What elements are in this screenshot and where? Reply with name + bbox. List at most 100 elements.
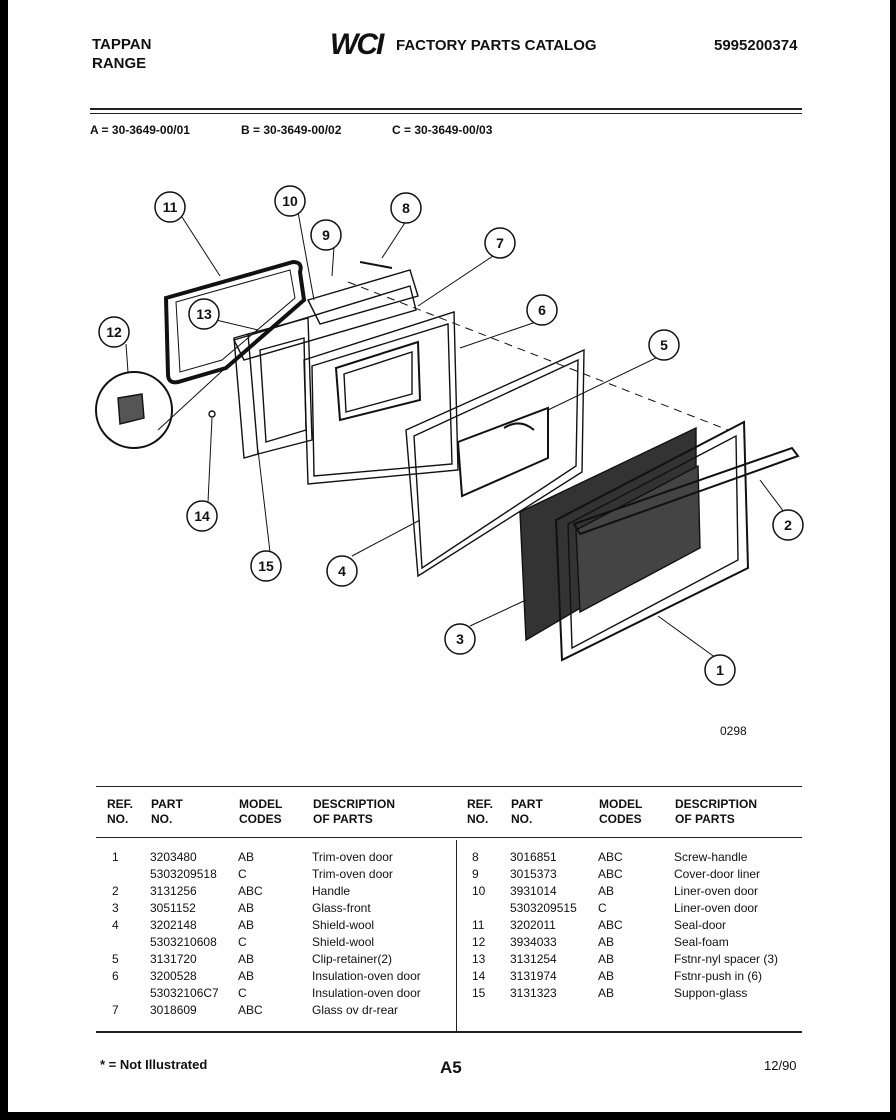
description-cell: Clip-retainer(2) bbox=[312, 952, 393, 966]
description-cell: Fstnr-nyl spacer (3) bbox=[674, 952, 779, 966]
page-number: A5 bbox=[440, 1058, 462, 1077]
description-cell: Trim-oven door bbox=[312, 850, 393, 864]
table-row: 5 3131720 AB Clip-retainer(2) bbox=[106, 951, 452, 968]
ref-cell: 8 bbox=[472, 850, 479, 864]
header-rule-top bbox=[90, 108, 802, 110]
callout-12: 12 bbox=[106, 324, 122, 340]
description-cell: Insulation-oven door bbox=[312, 969, 421, 983]
door-seal-shape bbox=[163, 259, 307, 385]
model-codes-cell: C bbox=[598, 901, 607, 915]
part-number-cell: 3131720 bbox=[150, 952, 197, 966]
ref-cell: 5 bbox=[112, 952, 119, 966]
model-c: C = 30-3649-00/03 bbox=[392, 123, 493, 137]
description-cell: Screw-handle bbox=[674, 850, 748, 864]
model-codes-cell: ABC bbox=[598, 867, 623, 881]
description-cell: Insulation-oven door bbox=[312, 986, 421, 1000]
ref-cell: 4 bbox=[112, 918, 119, 932]
revision-date: 12/90 bbox=[764, 1058, 797, 1073]
part-number-cell: 3934033 bbox=[510, 935, 557, 949]
model-a: A = 30-3649-00/01 bbox=[90, 123, 190, 137]
ref-cell: 3 bbox=[112, 901, 119, 915]
callout-15: 15 bbox=[258, 558, 274, 574]
ref-cell: 2 bbox=[112, 884, 119, 898]
part-number-cell: 3202011 bbox=[510, 918, 556, 932]
model-codes-cell: AB bbox=[598, 935, 615, 949]
catalog-page: TAPPAN RANGE WCI FACTORY PARTS CATALOG 5… bbox=[8, 0, 890, 1112]
description-cell: Glass ov dr-rear bbox=[312, 1003, 399, 1017]
ref-cell: 9 bbox=[472, 867, 479, 881]
ref-cell: 14 bbox=[472, 969, 486, 983]
ref-cell bbox=[106, 866, 150, 883]
callout-7: 7 bbox=[496, 235, 504, 251]
callout-4: 4 bbox=[338, 563, 346, 579]
model-codes-cell: ABC bbox=[598, 918, 623, 932]
part-number-cell: 3131323 bbox=[510, 986, 557, 1000]
callout-1: 1 bbox=[716, 662, 724, 678]
ref-cell: 13 bbox=[472, 952, 486, 966]
ref-cell bbox=[466, 900, 510, 917]
model-codes-cell: AB bbox=[238, 952, 255, 966]
table-row: 9 3015373 ABC Cover-door liner bbox=[466, 866, 814, 883]
header-rule-bottom bbox=[90, 113, 802, 114]
part-number-cell: 3931014 bbox=[510, 884, 557, 898]
model-codes-cell: ABC bbox=[238, 884, 263, 898]
model-codes-cell: AB bbox=[598, 969, 615, 983]
model-codes-cell: C bbox=[238, 935, 247, 949]
product-label: RANGE bbox=[92, 55, 147, 72]
brand-label: TAPPAN bbox=[92, 36, 152, 53]
ref-cell: 15 bbox=[472, 986, 486, 1000]
part-number-cell: 3051152 bbox=[150, 901, 196, 915]
table-rule-bottom bbox=[96, 1031, 802, 1033]
table-rule-header bbox=[96, 837, 802, 838]
description-cell: Liner-oven door bbox=[674, 884, 759, 898]
part-number-cell: 3200528 bbox=[150, 969, 197, 983]
table-divider bbox=[456, 840, 457, 1032]
part-number-cell: 5303209518 bbox=[150, 867, 217, 881]
callout-10: 10 bbox=[282, 193, 298, 209]
not-illustrated-note: * = Not Illustrated bbox=[100, 1057, 208, 1072]
callout-11: 11 bbox=[163, 199, 178, 215]
callout-14: 14 bbox=[194, 508, 210, 524]
model-b: B = 30-3649-00/02 bbox=[241, 123, 342, 137]
ref-cell: 11 bbox=[472, 918, 485, 932]
ref-cell bbox=[106, 934, 150, 951]
description-cell: Shield-wool bbox=[312, 918, 375, 932]
exploded-door-diagram: 1 2 3 4 5 6 7 8 9 10 11 12 13 14 15 bbox=[95, 185, 804, 686]
table-row: 53032106C7 C Insulation-oven door bbox=[106, 985, 452, 1002]
part-number-cell: 3016851 bbox=[510, 850, 557, 864]
ref-cell: 12 bbox=[472, 935, 486, 949]
ref-cell: 6 bbox=[112, 969, 119, 983]
callout-2: 2 bbox=[784, 517, 792, 533]
part-number-cell: 5303210608 bbox=[150, 935, 217, 949]
description-cell: Shield-wool bbox=[312, 935, 375, 949]
model-codes-cell: AB bbox=[238, 850, 255, 864]
part-number-cell: 3131256 bbox=[150, 884, 197, 898]
description-cell: Fstnr-push in (6) bbox=[674, 969, 763, 983]
figure-number: 0298 bbox=[720, 724, 747, 738]
callout-3: 3 bbox=[456, 631, 464, 647]
part-number-cell: 53032106C7 bbox=[150, 986, 219, 1000]
ref-cell: 7 bbox=[112, 1003, 119, 1017]
callout-13: 13 bbox=[196, 306, 212, 322]
model-codes-cell: C bbox=[238, 986, 247, 1000]
description-cell: Cover-door liner bbox=[674, 867, 761, 881]
model-codes-cell: C bbox=[238, 867, 247, 881]
part-number-cell: 3015373 bbox=[510, 867, 557, 881]
seal-foam-detail-circle bbox=[95, 371, 173, 449]
catalog-title: FACTORY PARTS CATALOG bbox=[396, 37, 597, 54]
callout-5: 5 bbox=[660, 337, 668, 353]
wci-logo: WCI bbox=[330, 28, 384, 61]
